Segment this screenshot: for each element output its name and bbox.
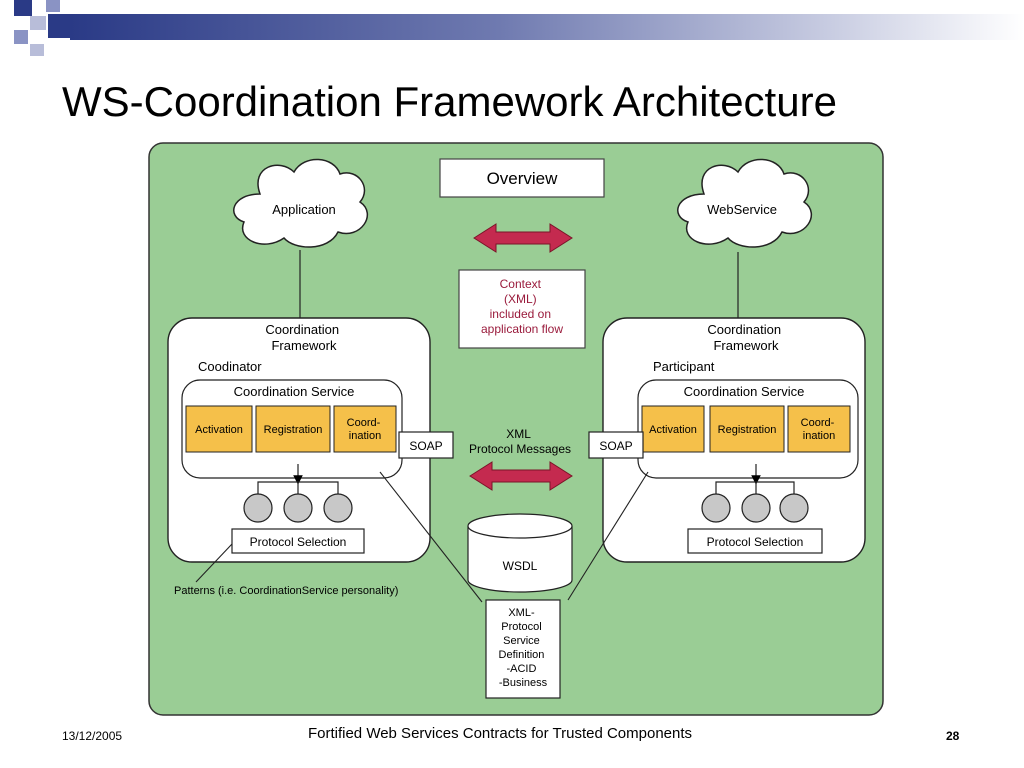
right-protocol-circle [701,493,731,523]
left-soap-label: SOAP [409,439,442,453]
right-soap-box [588,431,644,459]
right-protocol-selection-label: Protocol Selection [707,535,804,549]
framework-line: Framework [271,338,337,353]
corner-square-4 [48,14,70,38]
application-label: Application [272,202,336,217]
xml-definition-line: Protocol [501,621,541,633]
coordination-line: Coord- [347,417,381,429]
context-double-arrow [473,223,573,253]
diagram-background [148,142,884,716]
left-coordination-service-label: Coordination Service [234,384,355,399]
xml-definition-line: Service [503,635,540,647]
left-protocol-circle [243,493,273,523]
xml-definition-line: -Business [499,677,548,689]
right-registration-box [709,405,785,453]
wsdl-cylinder-top [467,513,573,539]
framework-line: Coordination [265,322,339,337]
coordination-line: ination [349,430,381,442]
right-protocol-circle [779,493,809,523]
left-registration-label: Registration [264,424,323,436]
left-protocol-selection-label: Protocol Selection [250,535,347,549]
left-activation-label: Activation [195,424,243,436]
xml-messages-line: XML [506,427,531,441]
wsdl-label: WSDL [503,559,538,573]
coordination-line: Coord- [801,417,835,429]
left-protocol-circle [323,493,353,523]
framework-line: Framework [713,338,779,353]
page-number: 28 [946,729,960,743]
xml-definition-line: Definition [499,649,545,661]
right-coordination-service-label: Coordination Service [684,384,805,399]
left-coordination-label: Coord- ination [347,417,384,442]
xml-messages-text: XML Protocol Messages [469,427,571,456]
right-framework-title: Coordination Framework [707,322,784,353]
xml-messages-line: Protocol Messages [469,442,571,456]
corner-square-1 [14,0,32,16]
patterns-note: Patterns (i.e. CoordinationService perso… [174,585,398,597]
xml-definition-line: -ACID [506,663,536,675]
corner-square-5 [14,30,28,44]
corner-square-6 [30,44,44,56]
webservice-cloud [677,158,812,248]
left-framework-title: Coordination Framework [265,322,342,353]
left-soap-box [398,431,454,459]
webservice-label: WebService [707,202,777,217]
left-activation-box [185,405,253,453]
wsdl-cylinder [467,526,573,593]
xml-definition-box [485,599,561,699]
left-definition-connector [379,471,483,603]
left-protocol-circle [283,493,313,523]
context-line: included on [490,307,551,321]
patterns-pointer [195,543,233,583]
right-coordination-box [787,405,851,453]
right-registration-label: Registration [718,424,777,436]
application-cloud [233,158,368,248]
context-line: Context [500,277,542,291]
right-activation-box [641,405,705,453]
slide-title: WS-Coordination Framework Architecture [62,78,837,125]
footer-date: 13/12/2005 [62,729,123,743]
coordination-line: ination [803,430,835,442]
context-line: application flow [481,322,563,336]
overview-box [439,158,605,198]
xml-definition-text: XML- Protocol Service Definition -ACID -… [499,607,548,689]
right-soap-label: SOAP [599,439,632,453]
right-protocol-selection-box [687,528,823,554]
overview-label: Overview [487,169,559,188]
right-activation-label: Activation [649,424,697,436]
corner-square-2 [46,0,60,12]
context-line: (XML) [504,292,537,306]
right-protocol-bracket [715,481,795,494]
coordination-diagram: Overview Application WebService Context … [148,142,884,716]
framework-line: Coordination [707,322,781,337]
messages-double-arrow [469,461,573,491]
title-accent-bar [70,14,1024,40]
participant-label: Participant [653,359,715,374]
coordinator-label: Coodinator [198,359,262,374]
context-box [458,269,586,349]
right-protocol-circle [741,493,771,523]
left-protocol-selection-box [231,528,365,554]
left-coordination-box [333,405,397,453]
xml-definition-line: XML- [508,607,535,619]
footer-title: Fortified Web Services Contracts for Tru… [307,725,693,742]
right-coordination-label: Coord- ination [801,417,838,442]
left-registration-box [255,405,331,453]
right-definition-connector [567,471,649,601]
corner-square-3 [30,16,46,30]
context-text: Context (XML) included on application fl… [481,277,563,336]
